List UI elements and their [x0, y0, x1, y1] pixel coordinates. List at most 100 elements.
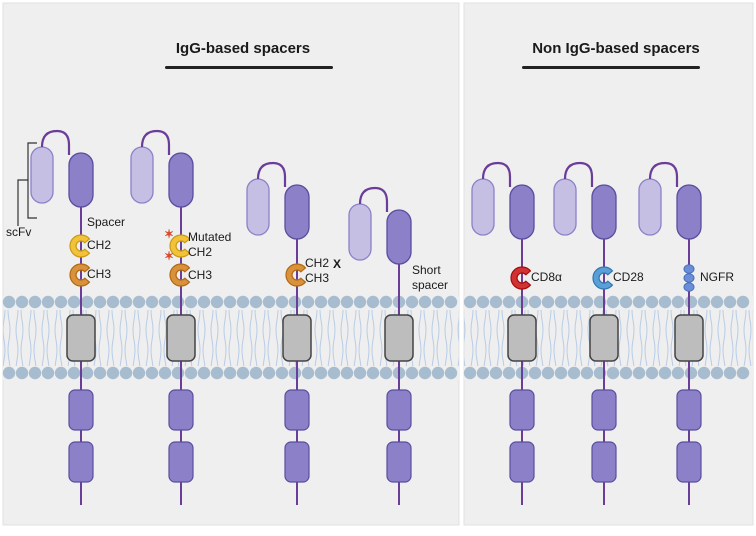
- scfv-vh-domain: [68, 152, 94, 208]
- lipid-head: [210, 295, 224, 309]
- transmembrane-domain: [282, 314, 312, 362]
- lipid-head: [54, 295, 68, 309]
- lipid-head: [528, 366, 542, 380]
- scfv-bracket: [17, 142, 37, 226]
- lipid-head: [288, 295, 302, 309]
- lipid-head: [132, 295, 146, 309]
- ngfr-bead: [683, 282, 695, 292]
- lipid-head: [684, 295, 698, 309]
- lipid-head: [262, 366, 276, 380]
- lipid-head: [249, 295, 263, 309]
- lipid-head: [632, 366, 646, 380]
- scfv-vh-domain: [386, 209, 412, 265]
- spacer-label: Spacer: [87, 215, 125, 229]
- lipid-head: [145, 295, 159, 309]
- ngfr-label: NGFR: [700, 270, 734, 284]
- lipid-head: [41, 366, 55, 380]
- spacer-domain: [169, 263, 191, 287]
- signaling-domain: [284, 389, 310, 431]
- lipid-head: [431, 366, 445, 380]
- signaling-domain: [386, 441, 412, 483]
- transmembrane-domain: [384, 314, 414, 362]
- lipid-head: [671, 295, 685, 309]
- lipid-head: [502, 366, 516, 380]
- lipid-head: [606, 366, 620, 380]
- lipid-head: [249, 366, 263, 380]
- scfv-vl-domain: [348, 203, 372, 261]
- lipid-head: [723, 366, 737, 380]
- spacer-domain: [592, 266, 614, 290]
- lipid-head: [567, 366, 581, 380]
- lipid-head: [736, 366, 750, 380]
- signaling-domain: [509, 441, 535, 483]
- signaling-domain: [68, 389, 94, 431]
- lipid-head: [236, 366, 250, 380]
- lipid-head: [184, 295, 198, 309]
- lipid-head: [463, 366, 477, 380]
- transmembrane-domain: [589, 314, 619, 362]
- ch3-label-3: CH3: [305, 271, 329, 285]
- lipid-head: [301, 295, 315, 309]
- deletion-x-icon: X: [333, 257, 341, 271]
- lipid-head: [463, 295, 477, 309]
- signaling-domain: [386, 389, 412, 431]
- lipid-head: [119, 295, 133, 309]
- lipid-head: [314, 295, 328, 309]
- lipid-head: [405, 295, 419, 309]
- receptor-ch3-only: [246, 161, 312, 505]
- lipid-head: [314, 366, 328, 380]
- ngfr-bead: [683, 273, 695, 283]
- lipid-head: [340, 366, 354, 380]
- lipid-head: [645, 295, 659, 309]
- signaling-domain: [168, 441, 194, 483]
- short-spacer-label: spacer: [412, 278, 448, 292]
- cd28-label: CD28: [613, 270, 644, 284]
- lipid-head: [697, 366, 711, 380]
- scfv-vh-domain: [676, 184, 702, 240]
- lipid-head: [223, 295, 237, 309]
- lipid-head: [541, 366, 555, 380]
- spacer-domain: [69, 234, 91, 258]
- lipid-head: [502, 295, 516, 309]
- lipid-head: [67, 295, 81, 309]
- lipid-head: [405, 366, 419, 380]
- transmembrane-domain: [507, 314, 537, 362]
- ngfr-bead: [683, 264, 695, 274]
- signaling-domain: [68, 441, 94, 483]
- lipid-head: [476, 295, 490, 309]
- scfv-vl-domain: [471, 178, 495, 236]
- lipid-head: [171, 366, 185, 380]
- lipid-head: [580, 295, 594, 309]
- lipid-head: [236, 295, 250, 309]
- lipid-head: [2, 295, 16, 309]
- ch3-label: CH3: [87, 267, 111, 281]
- scfv-vl-domain: [638, 178, 662, 236]
- mutation-icon: ✶: [164, 249, 174, 263]
- receptor-igg-ch2-ch3: [30, 129, 96, 505]
- lipid-heads-left: [2, 295, 458, 380]
- lipid-head: [210, 366, 224, 380]
- spacer-domain: [285, 263, 307, 287]
- lipid-head: [288, 366, 302, 380]
- lipid-head: [684, 366, 698, 380]
- lipid-head: [528, 295, 542, 309]
- lipid-head: [80, 295, 94, 309]
- scfv-linker: [563, 161, 594, 187]
- spacer-domain: [69, 263, 91, 287]
- scfv-vh-domain: [591, 184, 617, 240]
- lipid-head: [554, 366, 568, 380]
- lipid-head: [710, 366, 724, 380]
- scfv-vl-domain: [130, 146, 154, 204]
- lipid-head: [119, 366, 133, 380]
- lipid-head: [327, 295, 341, 309]
- lipid-head: [736, 295, 750, 309]
- left-title-underline: [165, 66, 333, 69]
- scfv-vl-domain: [553, 178, 577, 236]
- lipid-head: [223, 366, 237, 380]
- lipid-heads-right: [463, 295, 750, 380]
- signaling-domain: [168, 389, 194, 431]
- lipid-head: [444, 295, 458, 309]
- lipid-head: [418, 366, 432, 380]
